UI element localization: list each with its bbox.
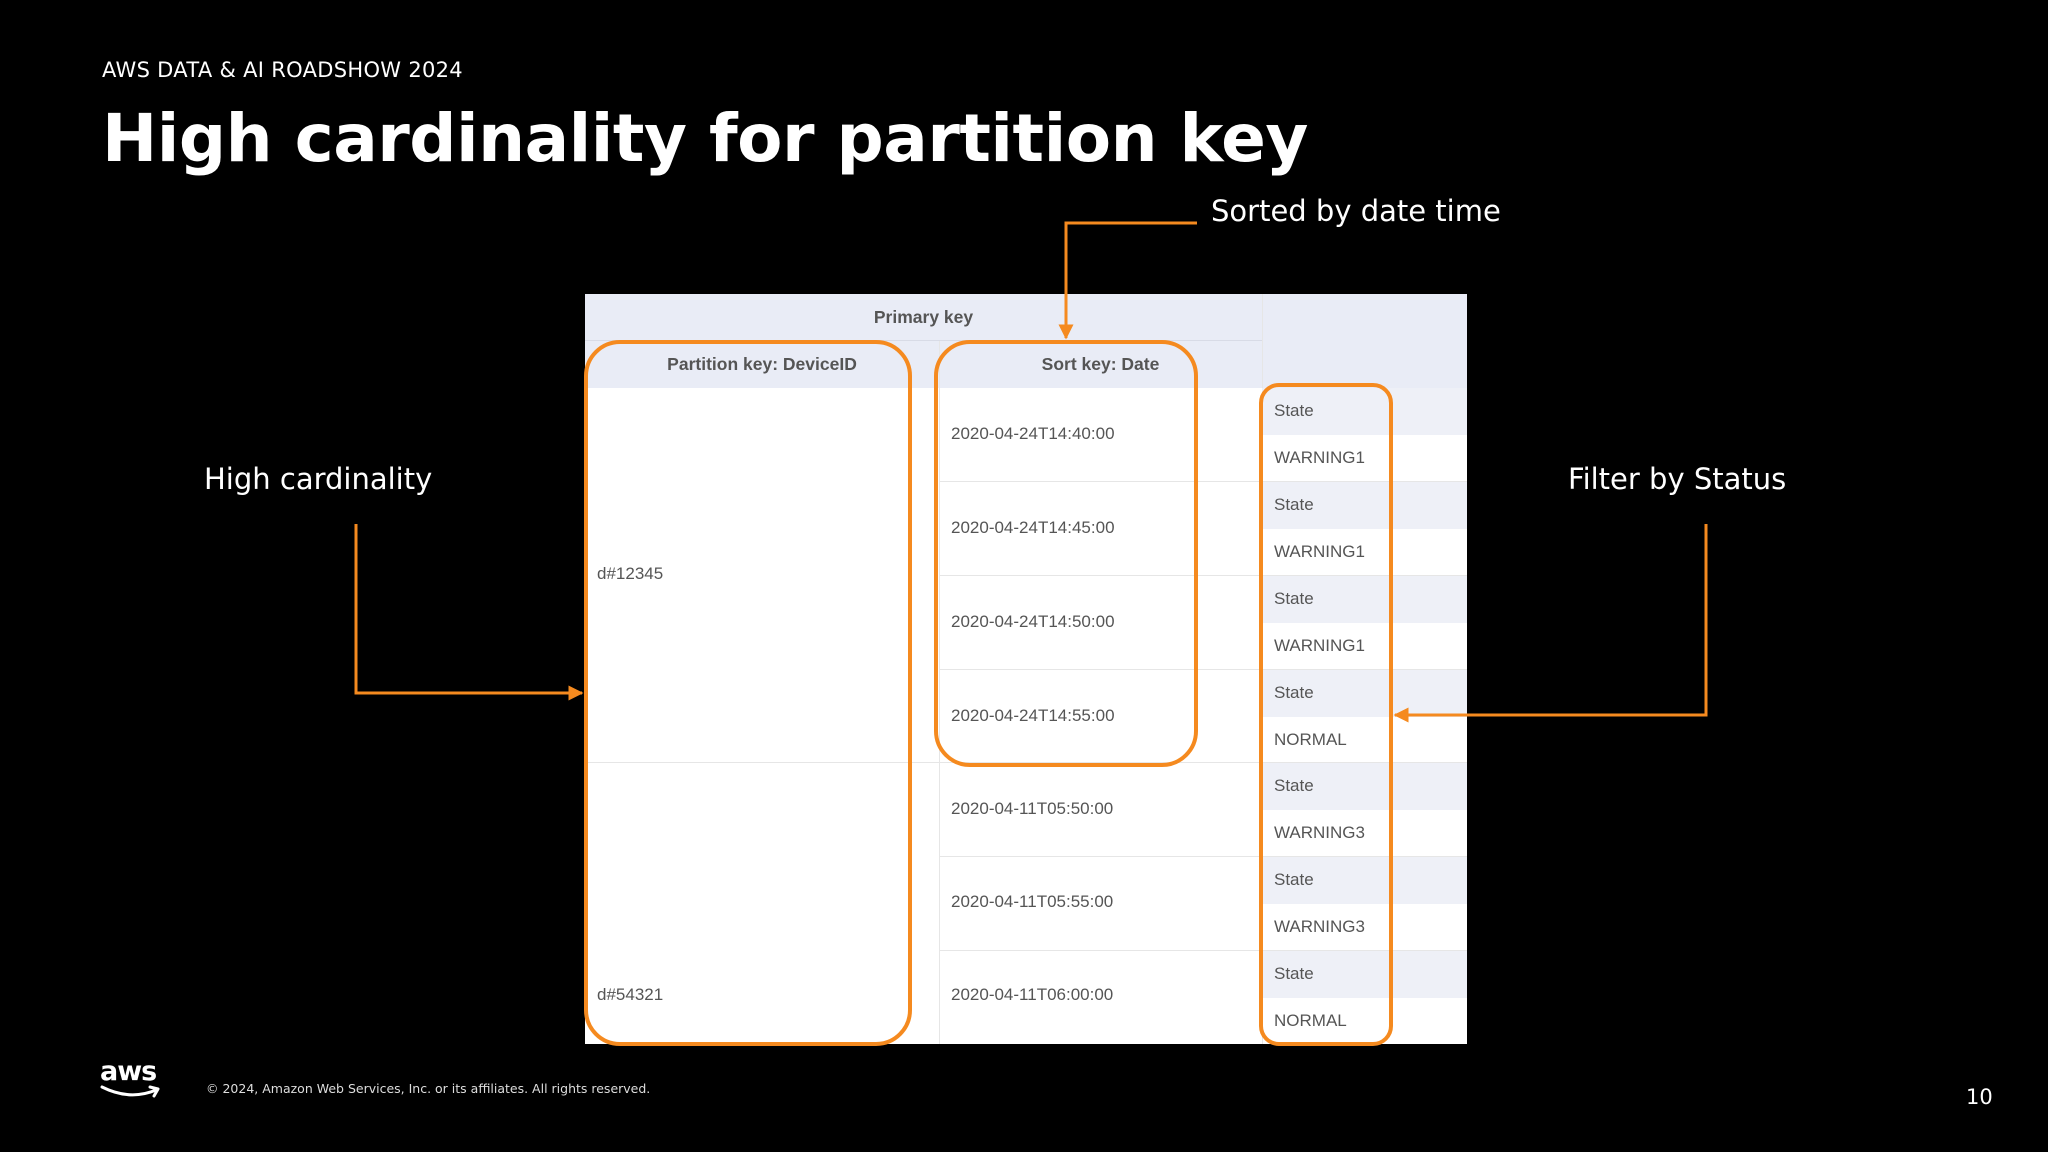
attribute-name: State (1274, 870, 1314, 889)
partition-key-highlight (584, 340, 912, 1046)
row-divider (939, 669, 1467, 670)
attribute-value: WARNING3 (1274, 823, 1365, 842)
smile-icon (100, 1085, 160, 1098)
sort-key-header: Sort key: Date (939, 340, 1262, 388)
filter-arrow (1393, 524, 1708, 723)
status-highlight (1259, 383, 1393, 1046)
column-divider (939, 340, 940, 1044)
attribute-name-cell (1262, 576, 1467, 623)
attribute-name-cell (1262, 388, 1467, 435)
attribute-name: State (1274, 401, 1314, 420)
sort-key-value: 2020-04-11T06:00:00 (951, 985, 1114, 1004)
callout-sorted-by-date: Sorted by date time (1211, 194, 1501, 228)
sort-key-value: 2020-04-11T05:55:00 (951, 892, 1114, 911)
attribute-value: WARNING1 (1274, 448, 1365, 467)
attribute-name: State (1274, 495, 1314, 514)
aws-logo: aws (100, 1058, 162, 1102)
page-number: 10 (1966, 1085, 1993, 1109)
attribute-name: State (1274, 776, 1314, 795)
partition-value: d#12345 (597, 564, 664, 583)
sorted-arrow (1058, 221, 1197, 340)
attribute-value: WARNING1 (1274, 542, 1365, 561)
row-divider (939, 856, 1467, 857)
copyright-text: © 2024, Amazon Web Services, Inc. or its… (206, 1081, 651, 1096)
attribute-name: State (1274, 589, 1314, 608)
attribute-name: State (1274, 683, 1314, 702)
attribute-value: NORMAL (1274, 1011, 1347, 1030)
partition-key-header: Partition key: DeviceID (585, 340, 939, 388)
sort-key-value: 2020-04-24T14:55:00 (951, 706, 1115, 725)
row-divider (939, 762, 1467, 763)
partition-divider (585, 762, 939, 763)
slide-title: High cardinality for partition key (102, 100, 1308, 177)
attribute-name-cell (1262, 670, 1467, 717)
attribute-value: WARNING3 (1274, 917, 1365, 936)
attribute-name-cell (1262, 857, 1467, 904)
attribute-name-cell (1262, 482, 1467, 529)
sort-key-value: 2020-04-24T14:50:00 (951, 612, 1115, 631)
attribute-name-cell (1262, 763, 1467, 810)
sort-key-value: 2020-04-24T14:45:00 (951, 518, 1115, 537)
attribute-value: WARNING1 (1274, 636, 1365, 655)
partition-value: d#54321 (597, 985, 664, 1004)
primary-key-header: Primary key (585, 294, 1262, 340)
attribute-name-cell (1262, 951, 1467, 998)
row-divider (939, 575, 1467, 576)
attribute-name: State (1274, 964, 1314, 983)
high-cardinality-arrow (354, 524, 584, 701)
callout-high-cardinality: High cardinality (204, 462, 433, 496)
row-divider (939, 481, 1467, 482)
sort-key-value: 2020-04-24T14:40:00 (951, 424, 1115, 443)
dynamodb-table: Primary key Partition key: DeviceID Sort… (585, 294, 1467, 1044)
attribute-header-blank (1262, 294, 1467, 388)
row-divider (939, 950, 1467, 951)
attribute-value: NORMAL (1274, 730, 1347, 749)
sort-key-value: 2020-04-11T05:50:00 (951, 799, 1114, 818)
header-divider (585, 340, 1262, 341)
eyebrow-text: AWS DATA & AI ROADSHOW 2024 (102, 58, 463, 82)
sort-key-highlight (934, 340, 1198, 767)
callout-filter-by-status: Filter by Status (1568, 462, 1787, 496)
